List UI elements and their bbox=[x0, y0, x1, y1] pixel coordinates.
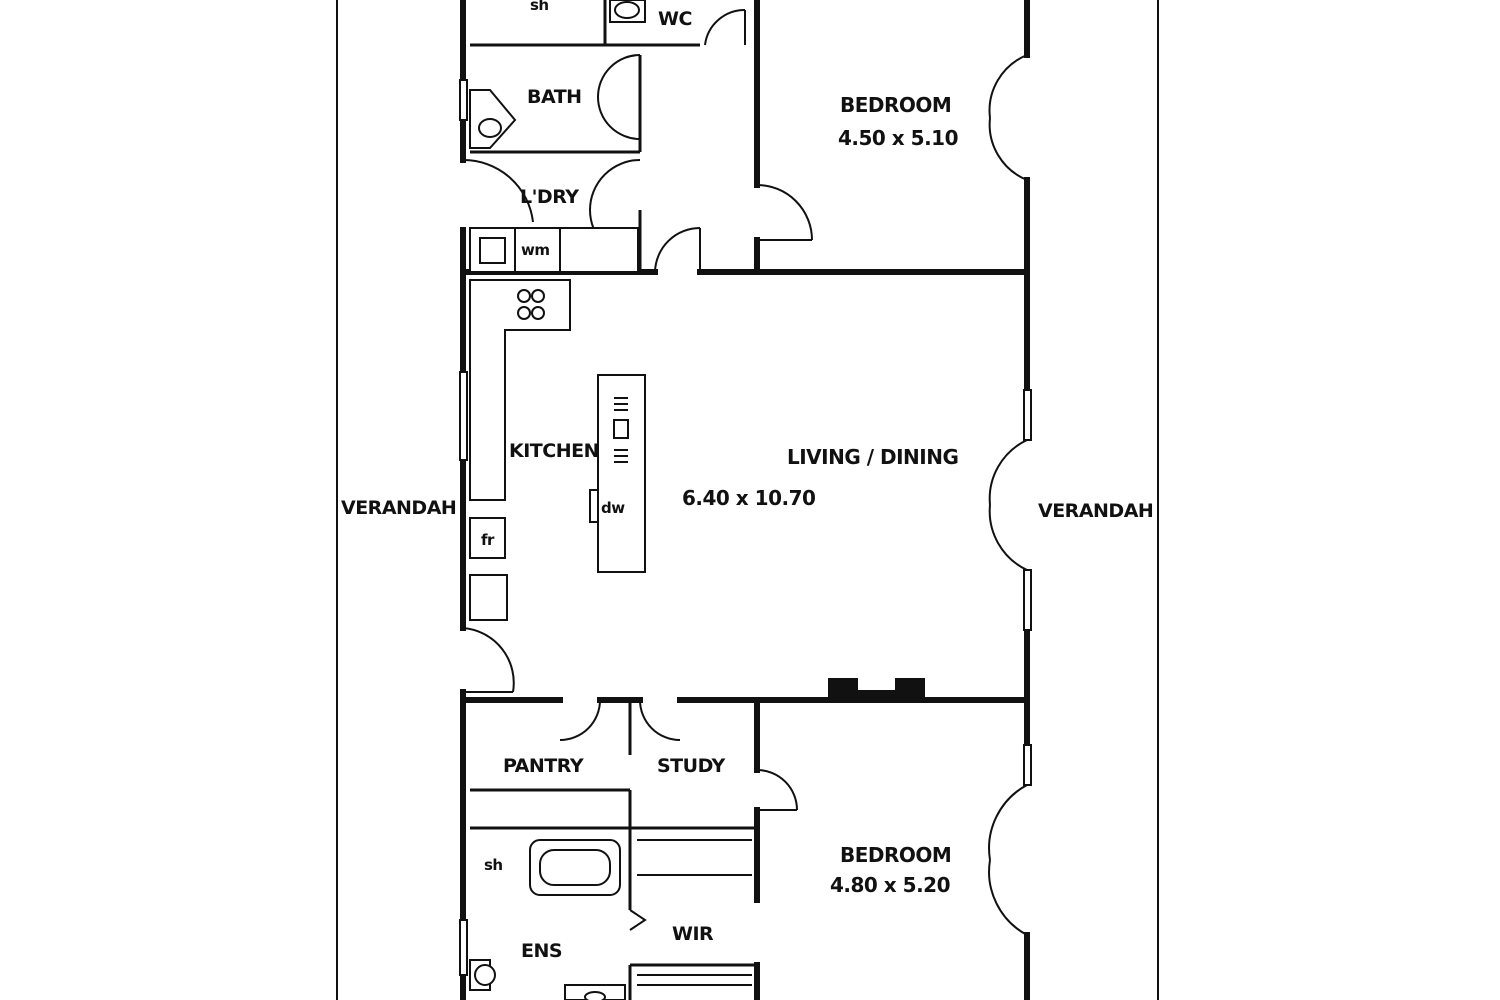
kitchen-island bbox=[597, 374, 646, 573]
label-bedroom2-size: 4.80 x 5.20 bbox=[830, 873, 950, 897]
island-sink bbox=[613, 397, 629, 463]
label-shower-top: sh bbox=[530, 0, 549, 14]
exterior-walls bbox=[459, 0, 1032, 1000]
dishwasher bbox=[589, 489, 599, 523]
label-kitchen: KITCHEN bbox=[509, 440, 599, 462]
label-washing-machine: wm bbox=[521, 241, 550, 259]
label-bath: BATH bbox=[527, 86, 582, 108]
kitchen-bench bbox=[469, 279, 571, 501]
label-study: STUDY bbox=[657, 755, 725, 777]
label-bedroom1-size: 4.50 x 5.10 bbox=[838, 126, 958, 150]
label-pantry: PANTRY bbox=[503, 755, 584, 777]
verandah-boundary bbox=[336, 0, 1159, 1000]
label-wc: WC bbox=[658, 8, 692, 30]
fixtures bbox=[469, 0, 925, 1000]
label-shower-bottom: sh bbox=[484, 856, 503, 874]
label-wir: WIR bbox=[672, 923, 714, 945]
room-labels: sh WC BATH L'DRY wm BEDROOM 4.50 x 5.10 … bbox=[341, 0, 1154, 962]
label-verandah-right: VERANDAH bbox=[1038, 500, 1153, 522]
label-living-name: LIVING / DINING bbox=[787, 445, 958, 469]
label-bedroom2-name: BEDROOM bbox=[840, 843, 951, 867]
washing-machine bbox=[514, 227, 561, 273]
label-living-size: 6.40 x 10.70 bbox=[682, 486, 815, 510]
label-dishwasher: dw bbox=[601, 499, 625, 517]
label-verandah-left: VERANDAH bbox=[341, 497, 456, 519]
label-fridge: fr bbox=[481, 531, 495, 549]
label-bedroom1-name: BEDROOM bbox=[840, 93, 951, 117]
label-ensuite: ENS bbox=[521, 940, 562, 962]
fridge bbox=[469, 517, 506, 559]
label-laundry: L'DRY bbox=[520, 186, 579, 208]
doors bbox=[462, 8, 1028, 936]
fireplace-left bbox=[828, 678, 858, 703]
